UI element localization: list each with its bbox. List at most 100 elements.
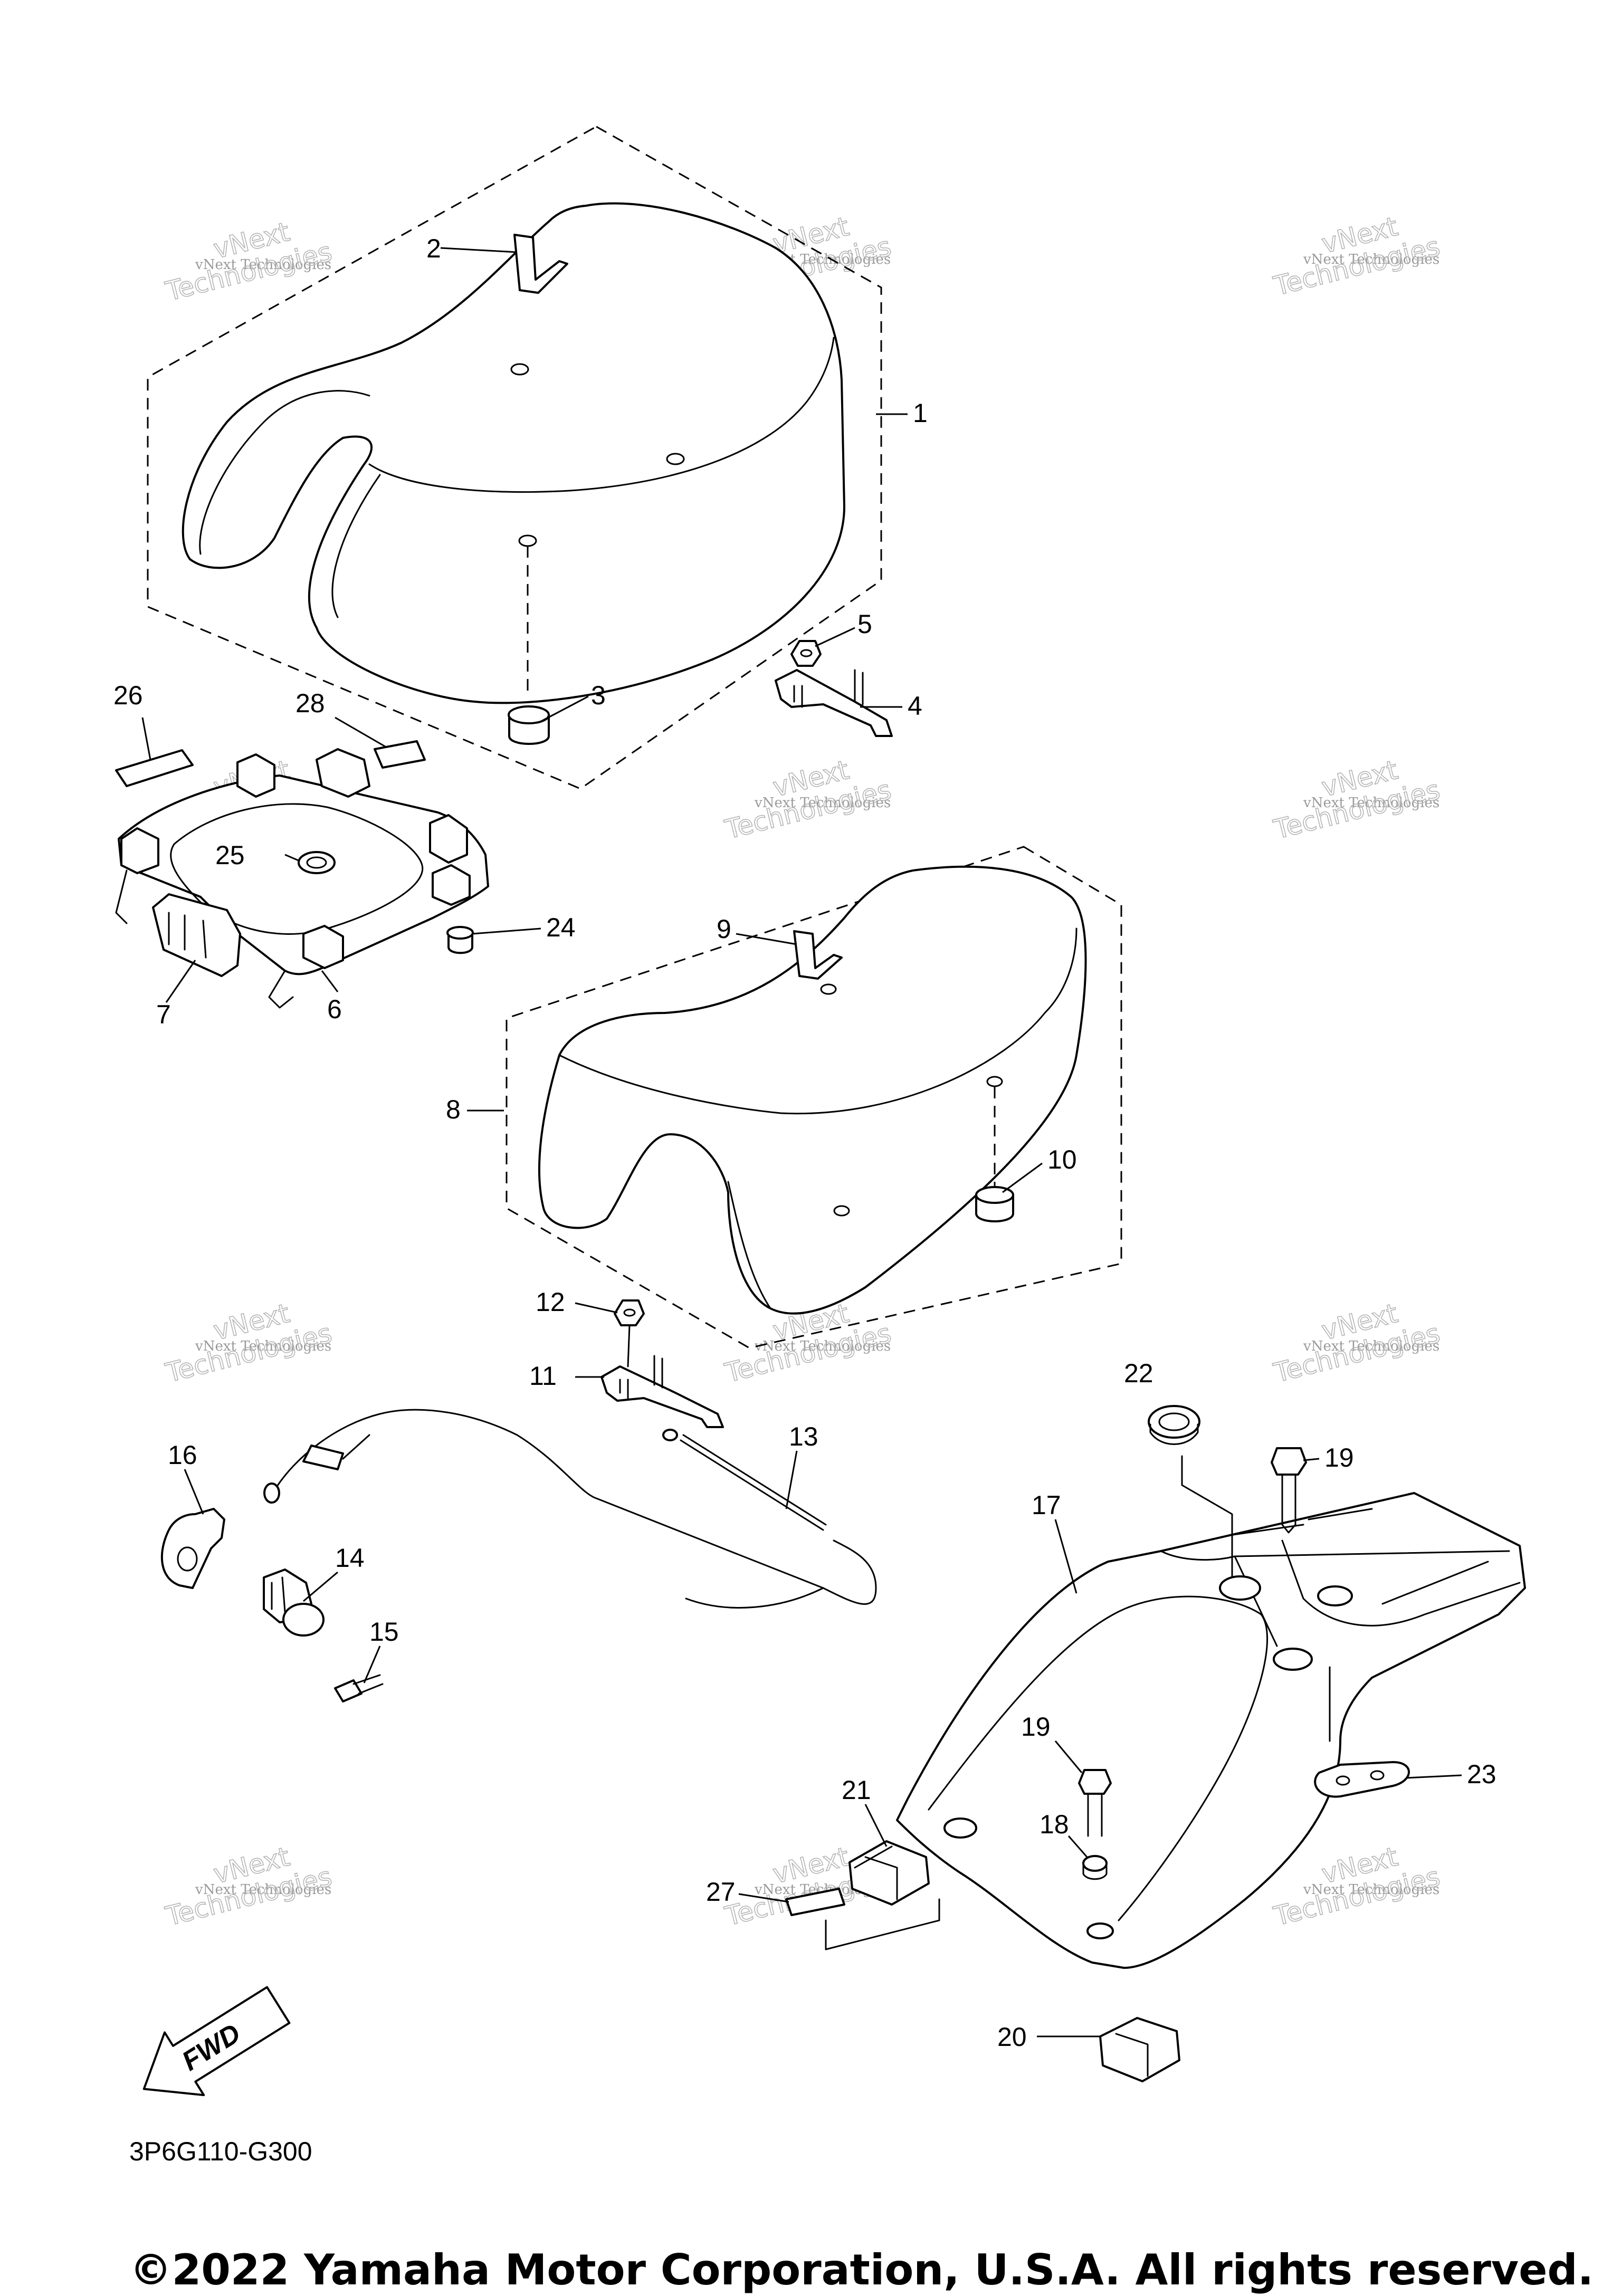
seat-mount-hole bbox=[510, 363, 529, 376]
cable-end-fitting bbox=[263, 1434, 370, 1504]
callout-1: 1 bbox=[913, 398, 928, 428]
seat-lock bbox=[152, 893, 241, 977]
callout-9: 9 bbox=[717, 914, 731, 944]
grommet bbox=[1148, 1405, 1200, 1445]
callout-8: 8 bbox=[446, 1095, 461, 1124]
rubber-pad bbox=[1099, 2017, 1180, 2082]
callout-16: 16 bbox=[168, 1440, 197, 1470]
svg-text:vNext Technologies: vNext Technologies bbox=[195, 257, 331, 273]
callout-4: 4 bbox=[908, 691, 922, 721]
callout-7: 7 bbox=[156, 1000, 171, 1029]
callout-15: 15 bbox=[369, 1617, 399, 1647]
callout-5: 5 bbox=[857, 609, 872, 639]
screw bbox=[334, 1674, 384, 1702]
plate-bracket bbox=[1314, 1761, 1410, 1798]
callout-23: 23 bbox=[1467, 1759, 1496, 1789]
seat-rim-inner bbox=[199, 390, 381, 618]
seat-lock-hook bbox=[600, 1355, 724, 1428]
seat-base-post bbox=[429, 814, 468, 864]
grab-bar-boss bbox=[1273, 1648, 1313, 1671]
callout-21: 21 bbox=[842, 1775, 871, 1805]
svg-text:vNext Technologies: vNext Technologies bbox=[1303, 1882, 1439, 1898]
callout-17: 17 bbox=[1032, 1490, 1061, 1520]
forward-direction-indicator: FWD bbox=[142, 1986, 291, 2097]
callout-19: 19 bbox=[1021, 1712, 1051, 1742]
front-seat-assembly bbox=[147, 126, 893, 790]
watermark: vNext vNext Technologies Technologies bbox=[721, 754, 894, 845]
callout-19: 19 bbox=[1324, 1443, 1354, 1472]
callout-28: 28 bbox=[295, 688, 325, 718]
cable-bracket bbox=[160, 1508, 225, 1589]
label-sticker bbox=[374, 740, 426, 769]
svg-text:vNext Technologies: vNext Technologies bbox=[754, 795, 891, 811]
callout-2: 2 bbox=[426, 234, 441, 263]
base-damper bbox=[446, 926, 474, 954]
seat-label-tag bbox=[513, 234, 568, 294]
seat-base-leg bbox=[115, 869, 294, 1009]
collar bbox=[1082, 1855, 1108, 1880]
front-seat bbox=[182, 202, 845, 704]
callout-20: 20 bbox=[997, 2022, 1027, 2052]
leader-lines bbox=[141, 247, 1462, 2037]
bracket-hole bbox=[177, 1546, 198, 1572]
seat-mount-hole bbox=[666, 453, 685, 465]
callout-11: 11 bbox=[529, 1361, 557, 1391]
grab-bar-rail-slots bbox=[1228, 1508, 1489, 1605]
seat-base-post bbox=[236, 753, 275, 798]
rubber-pad bbox=[848, 1840, 930, 1906]
bolt bbox=[1271, 1447, 1307, 1534]
grab-bar-boss bbox=[1219, 1575, 1261, 1601]
seat-lock-cable bbox=[273, 1409, 877, 1605]
svg-text:vNext Technologies: vNext Technologies bbox=[1303, 1338, 1439, 1354]
diagram-code: 3P6G110-G300 bbox=[129, 2137, 312, 2166]
key-lock-cylinder bbox=[263, 1568, 325, 1637]
seat-inner-edge bbox=[368, 337, 835, 493]
seat-lock-hook bbox=[775, 669, 893, 737]
watermark: vNext vNext Technologies Technologies bbox=[162, 1841, 335, 1932]
watermark: vNext vNext Technologies Technologies bbox=[1270, 211, 1443, 302]
callout-24: 24 bbox=[546, 913, 576, 942]
svg-text:vNext Technologies: vNext Technologies bbox=[195, 1882, 331, 1898]
seat-lock-cable bbox=[685, 1587, 824, 1609]
callout-13: 13 bbox=[789, 1422, 818, 1451]
seat-base-assembly bbox=[115, 740, 489, 1009]
callout-25: 25 bbox=[215, 840, 245, 870]
watermark: vNext vNext Technologies Technologies bbox=[1270, 1841, 1443, 1932]
callout-3: 3 bbox=[591, 681, 606, 710]
rear-seat-inner-edge bbox=[558, 927, 1078, 1115]
callout-6: 6 bbox=[327, 994, 342, 1024]
callout-10: 10 bbox=[1047, 1145, 1077, 1174]
callout-12: 12 bbox=[536, 1287, 565, 1317]
callouts: 1 2 3 4 5 6 7 8 9 10 11 12 13 14 15 16 1… bbox=[113, 234, 1496, 2052]
rear-seat-side bbox=[727, 1181, 771, 1309]
watermark: vNext vNext Technologies Technologies bbox=[162, 216, 335, 307]
label-sticker bbox=[115, 749, 194, 787]
grommet bbox=[298, 851, 336, 874]
svg-text:vNext Technologies: vNext Technologies bbox=[1303, 252, 1439, 267]
callout-27: 27 bbox=[706, 1877, 736, 1907]
watermark: vNext vNext Technologies Technologies bbox=[162, 1297, 335, 1389]
grommet-alignment-line bbox=[1181, 1455, 1233, 1578]
hex-nut bbox=[614, 1299, 645, 1367]
fwd-arrow-icon bbox=[142, 1986, 291, 2097]
seat-lock-cable-assembly bbox=[160, 1409, 877, 1702]
seat-base-post bbox=[302, 925, 344, 969]
callout-22: 22 bbox=[1124, 1359, 1153, 1388]
svg-text:vNext Technologies: vNext Technologies bbox=[195, 1338, 331, 1354]
seat-damper bbox=[508, 705, 550, 745]
label-leader-bracket bbox=[825, 1898, 940, 1950]
cable-rod bbox=[662, 1429, 827, 1531]
hex-nut bbox=[790, 640, 822, 667]
grab-bar-boss bbox=[1086, 1922, 1114, 1939]
watermark: vNext vNext Technologies Technologies bbox=[1270, 754, 1443, 845]
rear-seat bbox=[538, 865, 1087, 1315]
label-sticker bbox=[785, 1888, 845, 1916]
callout-18: 18 bbox=[1040, 1810, 1069, 1839]
seat-base-post bbox=[120, 827, 159, 874]
front-seat-dashed-boundary bbox=[147, 126, 882, 790]
seat-mount-hole bbox=[820, 983, 837, 995]
grab-bar-boss bbox=[943, 1817, 977, 1839]
copyright-notice: ©2022 Yamaha Motor Corporation, U.S.A. A… bbox=[130, 2245, 1594, 2294]
seat-damper bbox=[975, 1186, 1014, 1222]
seat-label-tag bbox=[793, 930, 843, 980]
